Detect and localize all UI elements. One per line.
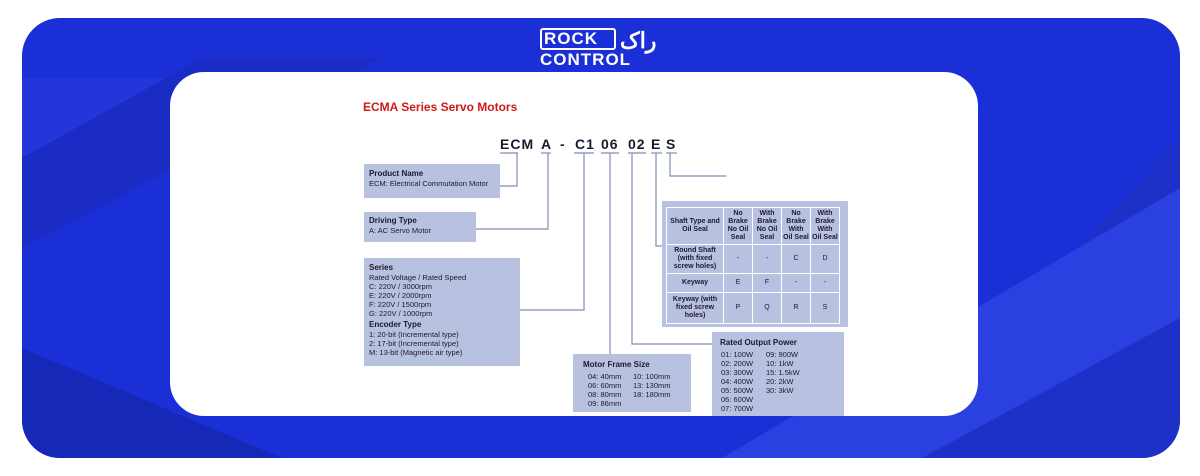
table-cell: F xyxy=(752,273,782,293)
table-header-cell: Shaft Type and Oil Seal xyxy=(666,207,724,245)
table-cell: R xyxy=(781,292,811,324)
code-power: 02 xyxy=(628,136,646,152)
power-item: 06: 600W xyxy=(721,395,754,404)
code-shaft: E xyxy=(651,136,662,152)
table-cell: P xyxy=(723,292,753,324)
series-heading: Series xyxy=(369,263,394,272)
frame-size-item: 08: 80mm xyxy=(588,390,622,399)
logo-rock-text: ROCK xyxy=(544,29,599,48)
table-cell: Round Shaft (with fixed screw holes) xyxy=(666,244,724,274)
table-cell: Keyway xyxy=(666,273,724,293)
code-a: A xyxy=(541,136,553,152)
code-ecm: ECM xyxy=(500,136,535,152)
rated-power-box: Rated Output Power 01: 100W 02: 200W 03:… xyxy=(712,332,844,416)
motor-frame-heading: Motor Frame Size xyxy=(583,360,650,369)
diagram-title: ECMA Series Servo Motors xyxy=(363,100,518,114)
table-header-cell: No Brake No Oil Seal xyxy=(723,207,753,245)
code-series: C1 xyxy=(575,136,595,152)
driving-type-heading: Driving Type xyxy=(369,216,417,225)
table-cell: C xyxy=(781,244,811,274)
product-name-box: Product Name ECM: Electrical Commutation… xyxy=(364,164,500,198)
frame-size-item: 10: 100mm xyxy=(633,372,671,381)
table-header-cell: With Brake With Oil Seal xyxy=(810,207,840,245)
table-header-cell: With Brake No Oil Seal xyxy=(752,207,782,245)
power-item: 02: 200W xyxy=(721,359,754,368)
encoder-line: 2: 17-bit (Incremental type) xyxy=(369,339,459,348)
table-cell: S xyxy=(810,292,840,324)
rated-power-col2: 09: 900W 10: 1kW 15: 1.5kW 20: 2kW 30: 3… xyxy=(766,350,800,395)
table-header-row: Shaft Type and Oil Seal No Brake No Oil … xyxy=(666,207,840,245)
motor-frame-box: Motor Frame Size 04: 40mm 06: 60mm 08: 8… xyxy=(573,354,691,412)
table-row: Round Shaft (with fixed screw holes) - -… xyxy=(666,244,840,274)
frame-size-item: 18: 180mm xyxy=(633,390,671,399)
code-special: S xyxy=(666,136,677,152)
frame-size-item: 13: 130mm xyxy=(633,381,671,390)
power-item: 20: 2kW xyxy=(766,377,794,386)
table-cell: - xyxy=(781,273,811,293)
frame-size-item: 06: 60mm xyxy=(588,381,622,390)
table-header-cell: No Brake With Oil Seal xyxy=(781,207,811,245)
code-dash: - xyxy=(560,136,566,152)
power-item: 03: 300W xyxy=(721,368,754,377)
table-cell: - xyxy=(752,244,782,274)
power-item: 04: 400W xyxy=(721,377,754,386)
table-row: Keyway E F - - xyxy=(666,273,840,293)
power-item: 01: 100W xyxy=(721,350,754,359)
motor-frame-col2: 10: 100mm 13: 130mm 18: 180mm xyxy=(633,372,671,399)
series-line: Rated Voltage / Rated Speed xyxy=(369,273,467,282)
table-cell: Q xyxy=(752,292,782,324)
product-name-heading: Product Name xyxy=(369,169,424,178)
table-cell: - xyxy=(723,244,753,274)
driving-type-line: A: AC Servo Motor xyxy=(369,226,432,235)
table-row: Keyway (with fixed screw holes) P Q R S xyxy=(666,292,840,324)
encoder-line: 1: 20-bit (Incremental type) xyxy=(369,330,459,339)
series-line: F: 220V / 1500rpm xyxy=(369,300,432,309)
table-cell: Keyway (with fixed screw holes) xyxy=(666,292,724,324)
shaft-type-table: Shaft Type and Oil Seal No Brake No Oil … xyxy=(666,207,840,324)
power-item: 05: 500W xyxy=(721,386,754,395)
table-cell: E xyxy=(723,273,753,293)
logo-persian-text: راک xyxy=(620,28,657,53)
logo-box xyxy=(540,28,616,50)
series-line: C: 220V / 3000rpm xyxy=(369,282,432,291)
encoder-line: M: 13-bit (Magnetic air type) xyxy=(369,348,463,357)
power-item: 15: 1.5kW xyxy=(766,368,800,377)
table-cell: - xyxy=(810,273,840,293)
power-item: 07: 700W xyxy=(721,404,754,413)
rated-power-col1: 01: 100W 02: 200W 03: 300W 04: 400W 05: … xyxy=(721,350,753,413)
power-item: 10: 1kW xyxy=(766,359,794,368)
series-box: Series Rated Voltage / Rated Speed C: 22… xyxy=(364,258,520,366)
motor-frame-col1: 04: 40mm 06: 60mm 08: 80mm 09: 86mm xyxy=(588,372,621,408)
code-frame: 06 xyxy=(601,136,619,152)
rated-power-heading: Rated Output Power xyxy=(720,338,797,347)
logo-control-text: CONTROL xyxy=(540,50,632,69)
frame-size-item: 09: 86mm xyxy=(588,399,622,408)
frame-size-item: 04: 40mm xyxy=(588,372,622,381)
product-name-line: ECM: Electrical Commutation Motor xyxy=(369,179,489,188)
series-line: G: 220V / 1000rpm xyxy=(369,309,433,318)
power-item: 09: 900W xyxy=(766,350,799,359)
power-item: 30: 3kW xyxy=(766,386,794,395)
table-cell: D xyxy=(810,244,840,274)
series-line: E: 220V / 2000rpm xyxy=(369,291,432,300)
driving-type-box: Driving Type A: AC Servo Motor xyxy=(364,212,476,242)
encoder-heading: Encoder Type xyxy=(369,320,422,329)
